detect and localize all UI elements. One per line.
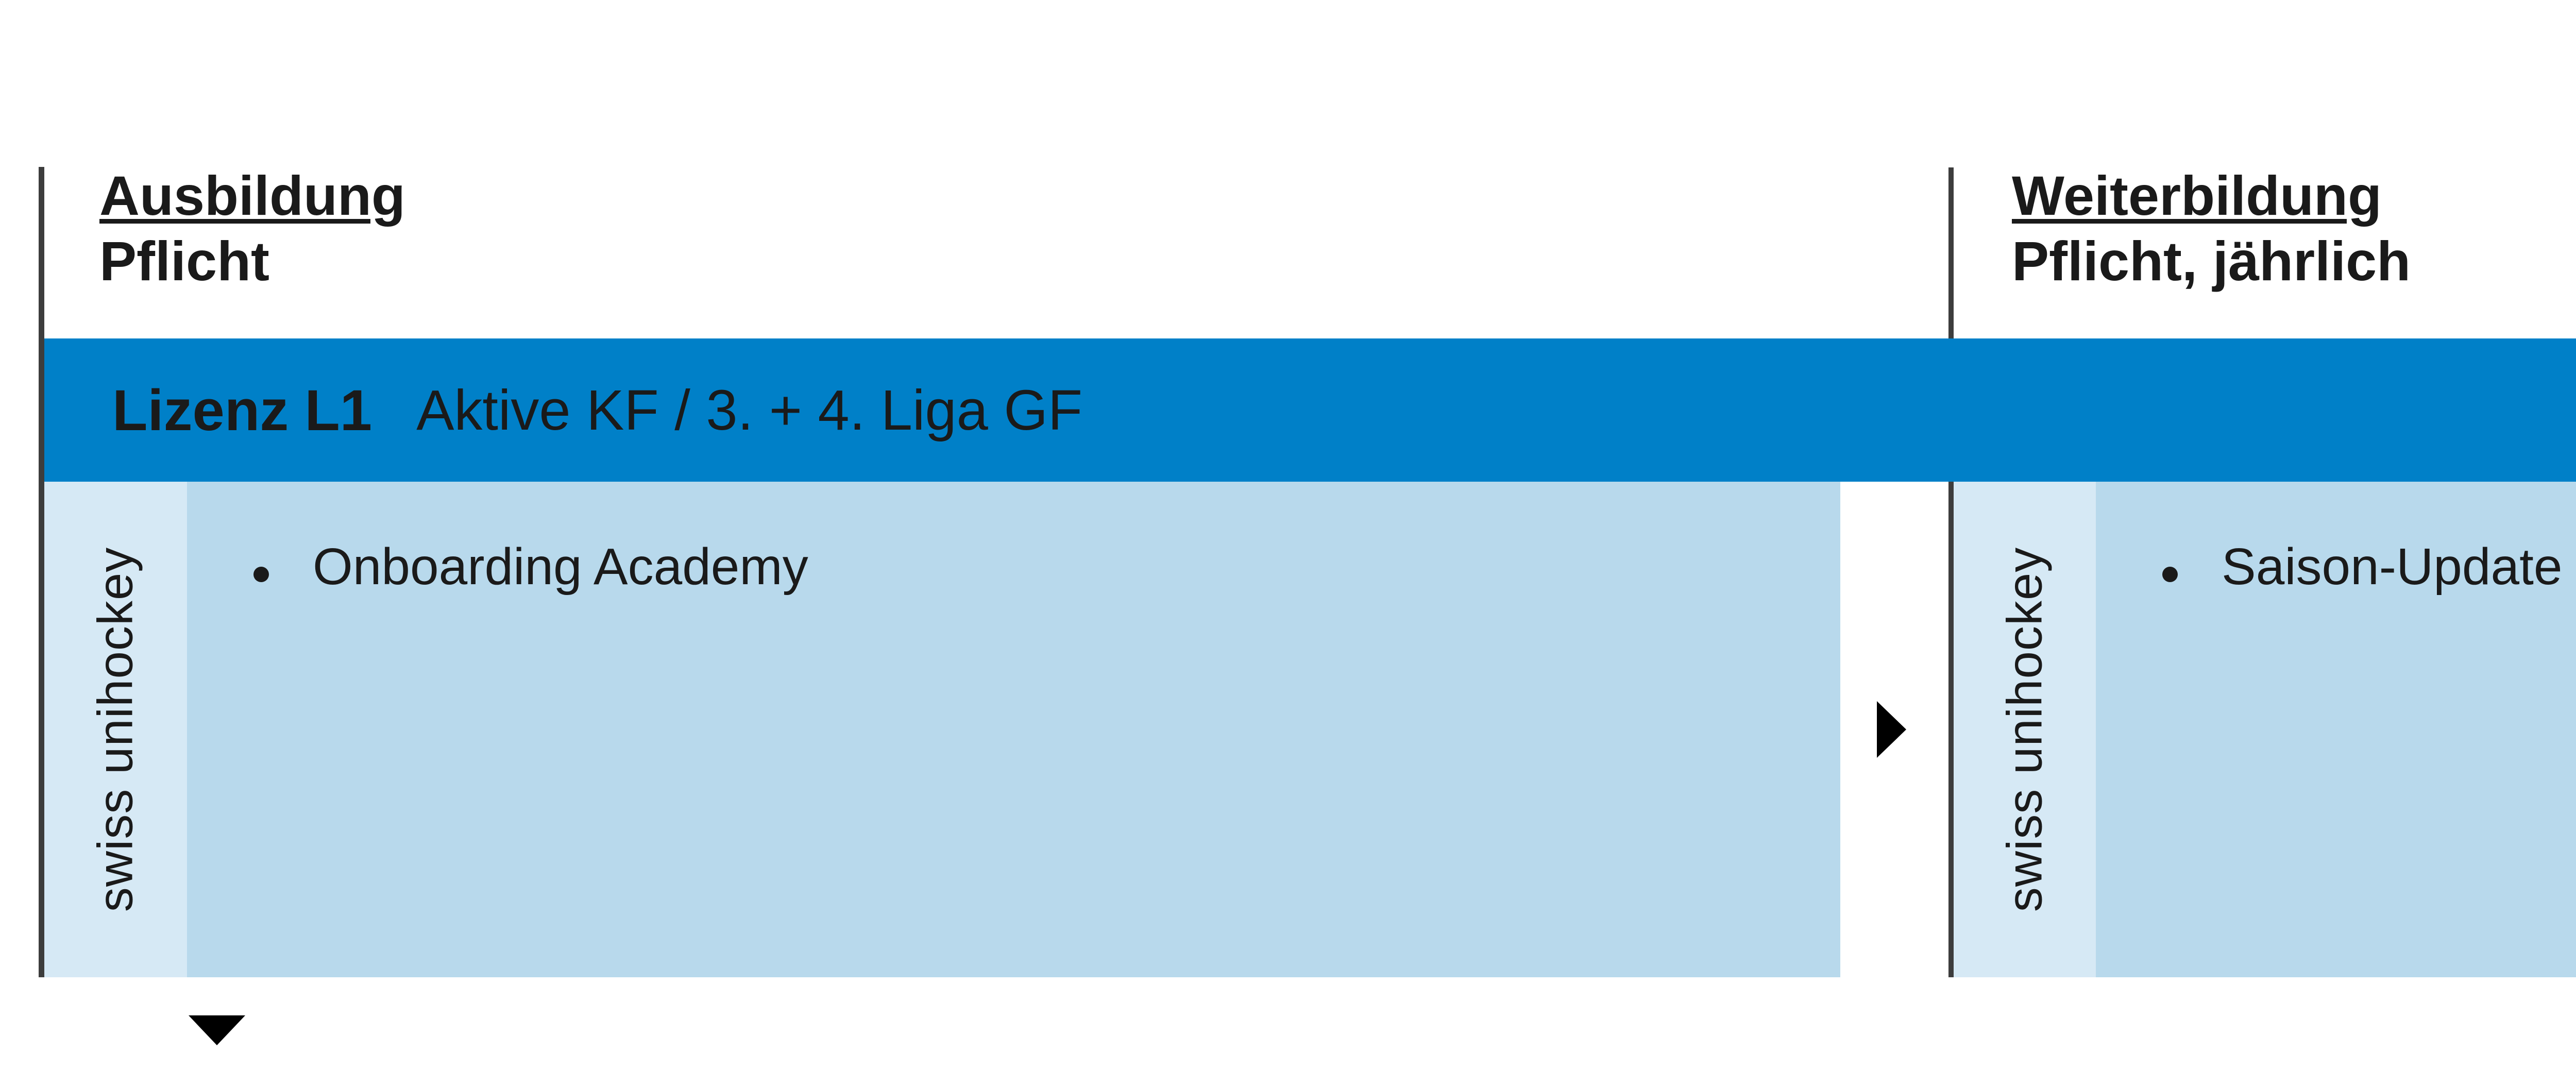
course-item-label: Onboarding Academy <box>313 538 808 596</box>
next-license-arrow-icon <box>1877 701 1906 758</box>
brand-column-weiterbildung: swiss unihockey <box>1954 482 2096 977</box>
brand-column-ausbildung: swiss unihockey <box>44 482 187 977</box>
heading-subtitle: Pflicht, jährlich <box>2012 230 2411 292</box>
weiterbildung-heading: Weiterbildung Pflicht, jährlich <box>2012 163 2411 294</box>
course-item: Saison-Update <box>2096 482 2576 598</box>
course-box-ausbildung: Onboarding Academy <box>187 482 1840 977</box>
left-axis-line <box>39 167 44 977</box>
section-divider-line <box>1948 167 1954 977</box>
course-box-weiterbildung: Saison-Update <box>2096 482 2576 977</box>
course-item: Onboarding Academy <box>187 482 1840 598</box>
heading-title: Weiterbildung <box>2012 164 2382 227</box>
bullet-icon <box>2162 567 2178 582</box>
license-bar: Lizenz L1 Aktive KF / 3. + 4. Liga GF <box>44 338 2576 482</box>
brand-vertical-label: swiss unihockey <box>88 547 143 912</box>
bullet-icon <box>253 567 269 582</box>
license-description: Aktive KF / 3. + 4. Liga GF <box>416 378 1083 442</box>
brand-vertical-label: swiss unihockey <box>1997 547 2053 912</box>
ausbildung-heading: Ausbildung Pflicht <box>99 163 405 294</box>
continues-down-arrow-icon <box>189 1015 245 1045</box>
heading-subtitle: Pflicht <box>99 230 270 292</box>
heading-title: Ausbildung <box>99 164 405 227</box>
course-item-label: Saison-Update <box>2222 538 2563 596</box>
license-label: Lizenz L1 <box>112 378 372 443</box>
